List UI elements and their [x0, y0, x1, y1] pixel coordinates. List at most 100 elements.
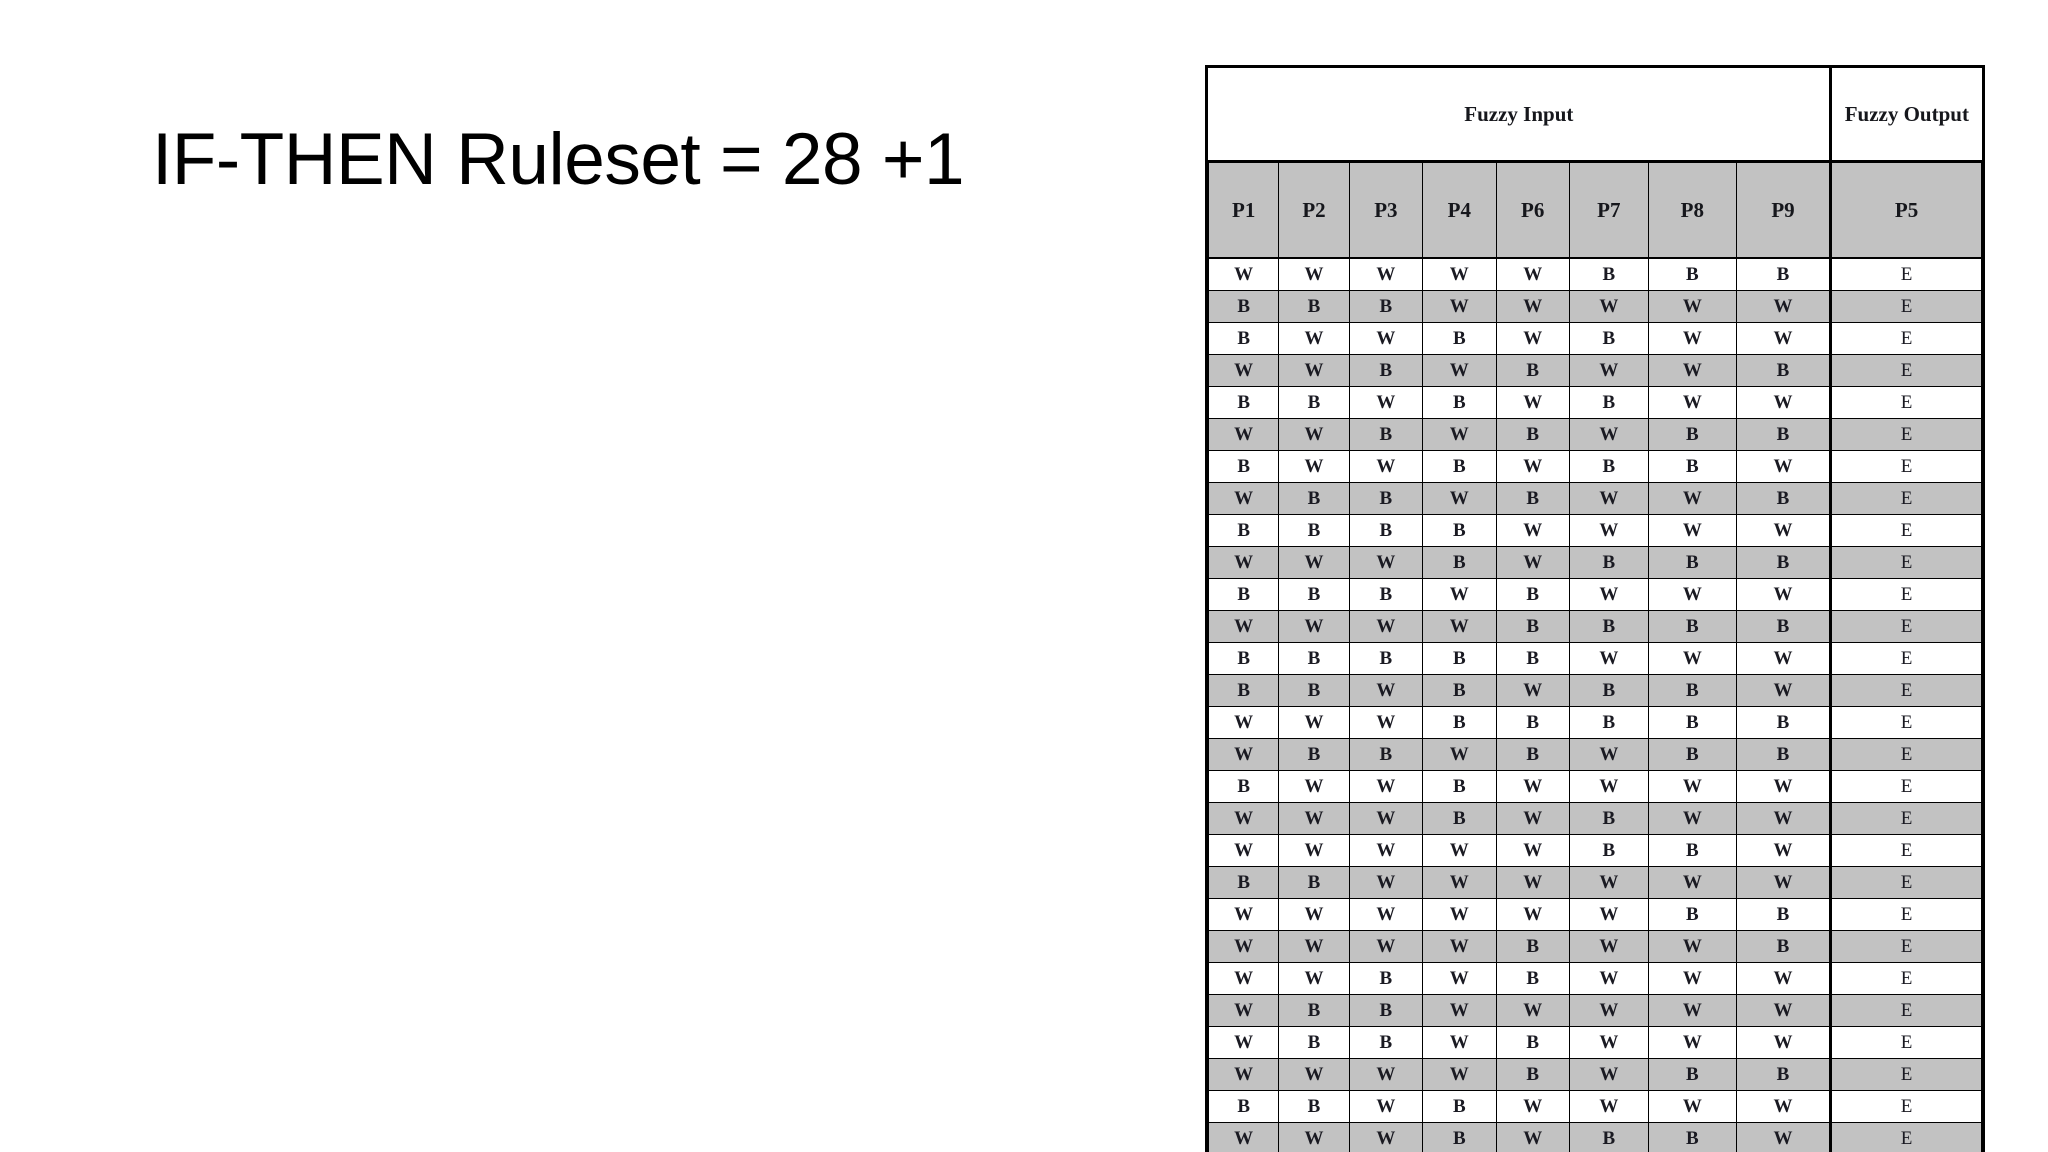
rule-cell-p9: W	[1735, 290, 1832, 323]
rule-cell-p3: W	[1348, 1122, 1424, 1152]
rule-cell-p4: B	[1422, 546, 1497, 579]
rule-cell-p7: B	[1568, 322, 1649, 355]
rule-cell-p7: B	[1568, 706, 1649, 739]
column-header-p7: P7	[1568, 161, 1649, 259]
group-header-fuzzy-input: Fuzzy Input	[1208, 68, 1831, 163]
rule-cell-p9: B	[1735, 354, 1832, 387]
rule-cell-p9: W	[1735, 1026, 1832, 1059]
rule-cell-p4: B	[1422, 1122, 1497, 1152]
rule-cell-p2: W	[1278, 610, 1350, 643]
rule-cell-p4: W	[1422, 290, 1497, 323]
rule-cell-p7: W	[1568, 578, 1649, 611]
rule-cell-p9: B	[1735, 418, 1832, 451]
rule-cell-p8: W	[1647, 386, 1737, 419]
rule-cell-p4: B	[1422, 642, 1497, 675]
rule-cell-p6: W	[1495, 1090, 1570, 1123]
rule-cell-p1: W	[1207, 930, 1280, 963]
rule-cell-p7: W	[1568, 866, 1649, 899]
rule-cell-p7: B	[1568, 674, 1649, 707]
rule-cell-p6: W	[1495, 546, 1570, 579]
rule-cell-p6: W	[1495, 322, 1570, 355]
rule-cell-p8: B	[1647, 674, 1737, 707]
rule-cell-p9: B	[1735, 930, 1832, 963]
rule-cell-p2: B	[1278, 674, 1350, 707]
rule-cell-p2: B	[1278, 514, 1350, 547]
rule-cell-p9: W	[1735, 1090, 1832, 1123]
rule-cell-p7: W	[1568, 930, 1649, 963]
rule-cell-p7: B	[1568, 610, 1649, 643]
rule-cell-p3: W	[1348, 450, 1424, 483]
rule-cell-output-p5: E	[1829, 1122, 1982, 1152]
rule-cell-p1: W	[1207, 257, 1280, 291]
rule-cell-p4: W	[1422, 578, 1497, 611]
rule-cell-p1: W	[1207, 898, 1280, 931]
rule-cell-output-p5: E	[1829, 514, 1982, 547]
rule-cell-p6: W	[1495, 994, 1570, 1027]
rule-cell-output-p5: E	[1829, 1090, 1982, 1123]
rule-cell-p8: B	[1647, 1058, 1737, 1091]
rule-cell-p3: B	[1348, 642, 1424, 675]
rule-cell-p4: W	[1422, 418, 1497, 451]
rule-cell-output-p5: E	[1829, 546, 1982, 579]
rule-cell-p2: W	[1278, 450, 1350, 483]
rule-cell-p8: B	[1647, 257, 1737, 291]
rule-cell-p1: B	[1207, 866, 1280, 899]
rule-cell-output-p5: E	[1829, 1026, 1982, 1059]
rule-cell-p1: B	[1207, 1090, 1280, 1123]
rule-cell-p2: B	[1278, 386, 1350, 419]
rule-cell-p9: W	[1735, 802, 1832, 835]
rule-cell-p7: W	[1568, 642, 1649, 675]
rule-cell-p6: B	[1495, 1026, 1570, 1059]
rule-cell-p1: W	[1207, 802, 1280, 835]
rule-cell-p6: B	[1495, 706, 1570, 739]
rule-cell-p2: W	[1278, 354, 1350, 387]
rule-cell-output-p5: E	[1829, 482, 1982, 515]
table-head: Fuzzy Input Fuzzy Output P1 P2 P3 P4 P6 …	[1207, 68, 1982, 259]
column-header-p8: P8	[1647, 161, 1737, 259]
rule-cell-p8: W	[1647, 482, 1737, 515]
rule-cell-p7: B	[1568, 450, 1649, 483]
column-header-p2: P2	[1278, 161, 1350, 259]
rule-cell-p8: W	[1647, 802, 1737, 835]
rule-cell-output-p5: E	[1829, 418, 1982, 451]
rule-cell-p1: B	[1207, 578, 1280, 611]
rule-cell-p3: B	[1348, 962, 1424, 995]
rule-cell-p8: B	[1647, 1122, 1737, 1152]
rule-cell-p8: W	[1647, 962, 1737, 995]
rule-cell-p9: W	[1735, 514, 1832, 547]
rule-cell-p4: B	[1422, 386, 1497, 419]
page-title: IF-THEN Ruleset = 28 +1	[152, 119, 965, 200]
rule-cell-p6: W	[1495, 674, 1570, 707]
rule-cell-p6: W	[1495, 257, 1570, 291]
rule-cell-p8: W	[1647, 1090, 1737, 1123]
rule-cell-p9: B	[1735, 482, 1832, 515]
rule-cell-p9: W	[1735, 386, 1832, 419]
rule-cell-p3: B	[1348, 514, 1424, 547]
rule-cell-p7: W	[1568, 898, 1649, 931]
rule-cell-p4: W	[1422, 610, 1497, 643]
rule-cell-p8: W	[1647, 290, 1737, 323]
rule-cell-p2: W	[1278, 1122, 1350, 1152]
rule-cell-p7: W	[1568, 1058, 1649, 1091]
rule-cell-p7: W	[1568, 418, 1649, 451]
rule-cell-p9: W	[1735, 674, 1832, 707]
rule-cell-p1: B	[1207, 450, 1280, 483]
rule-cell-output-p5: E	[1829, 450, 1982, 483]
rule-cell-p4: B	[1422, 514, 1497, 547]
rule-cell-p6: W	[1495, 802, 1570, 835]
rule-cell-output-p5: E	[1829, 674, 1982, 707]
rule-cell-p6: W	[1495, 898, 1570, 931]
rule-cell-p2: W	[1278, 962, 1350, 995]
rule-cell-p8: B	[1647, 546, 1737, 579]
rule-cell-p1: W	[1207, 1026, 1280, 1059]
